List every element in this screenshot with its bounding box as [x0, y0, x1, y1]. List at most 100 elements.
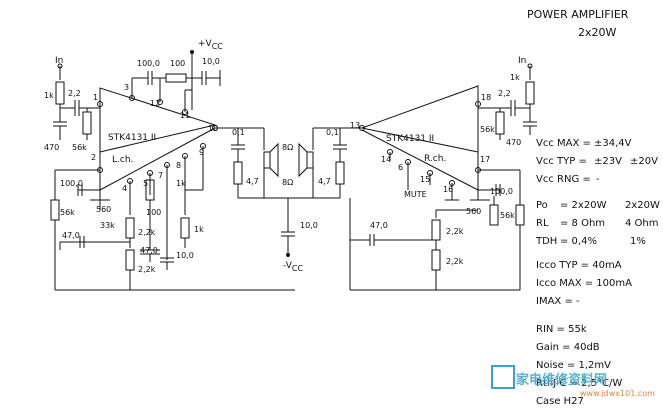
- right-r-56k: 56k: [480, 125, 495, 134]
- pin-9: 9: [199, 148, 204, 157]
- right-lower-network: [349, 152, 525, 291]
- spec-vcc-rng-value: -: [596, 174, 600, 185]
- right-ic-label: STK4131 II: [386, 134, 434, 144]
- right-c-01: 0,1: [326, 128, 339, 137]
- left-r-1k-mid: 1k: [176, 179, 186, 188]
- left-ic-triangle: [99, 87, 217, 191]
- left-c-47-2: 47,0: [140, 246, 158, 255]
- spec-po-value2: 2x20W: [625, 200, 660, 211]
- spec-po-label: Po: [536, 200, 548, 211]
- spec-tdh-value2: 1%: [630, 236, 646, 247]
- pin-11: 11: [180, 111, 190, 120]
- left-output-network: [215, 127, 279, 198]
- watermark-text: 家电维修资料网: [516, 372, 607, 388]
- left-ic-label: STK4131 II: [108, 133, 156, 143]
- spec-imax: IMAX = -: [536, 296, 580, 307]
- pin-3: 3: [124, 83, 129, 92]
- left-r-47: 4,7: [246, 177, 259, 186]
- left-r-33k: 33k: [100, 221, 115, 230]
- pin-12: 12: [150, 99, 160, 108]
- vcc-pos-label: +VCC: [198, 39, 223, 51]
- left-c-10: 10,0: [176, 251, 194, 260]
- spec-po-value: = 2x20W: [560, 200, 607, 211]
- left-r-22k: 2,2k: [138, 228, 156, 237]
- right-c-470: 470: [506, 138, 521, 147]
- watermark-url: www.jdwx101.com: [580, 389, 655, 398]
- left-r-56k: 56k: [72, 143, 87, 152]
- pin-10: 10: [208, 124, 218, 133]
- pin-8: 8: [176, 161, 181, 170]
- left-r-1k: 1k: [44, 91, 54, 100]
- spec-icco-max: Icco MAX = 100mA: [536, 278, 632, 289]
- pin-13: 13: [350, 121, 360, 130]
- pin-7: 7: [158, 171, 163, 180]
- center-ground-network: [238, 197, 340, 257]
- spec-vcc-max-label: Vcc MAX =: [536, 138, 591, 149]
- spec-table: Vcc MAX = ±34,4V Vcc TYP = ±23V ±20V Vcc…: [535, 138, 660, 407]
- spec-tdh-value: = 0,4%: [560, 236, 597, 247]
- vcc-neg-label: -VCC: [283, 261, 303, 273]
- right-r-22k-2: 2,2k: [446, 257, 464, 266]
- left-r-22k-2: 2,2k: [138, 265, 156, 274]
- title-line1: POWER AMPLIFIER: [527, 8, 629, 21]
- pin-6: 6: [398, 163, 403, 172]
- top-r-100: 100: [170, 59, 185, 68]
- pin-4: 4: [122, 184, 127, 193]
- right-r-47: 4,7: [318, 177, 331, 186]
- spec-vcc-typ-value2: ±20V: [630, 156, 658, 167]
- top-c-100: 100,0: [137, 59, 160, 68]
- right-ic-channel: R.ch.: [424, 154, 446, 164]
- left-input-label: In: [55, 56, 63, 66]
- pin-16: 16: [443, 185, 453, 194]
- right-speaker-label: 8Ω: [282, 178, 293, 187]
- left-r-100: 100: [146, 208, 161, 217]
- left-c-01: 0,1: [232, 128, 245, 137]
- left-r-56k-2: 56k: [60, 208, 75, 217]
- spec-rthj: RthJ-C = 2,5°C/W: [536, 378, 622, 389]
- title-line2: 2x20W: [578, 26, 617, 39]
- spec-icco-typ: Icco TYP = 40mA: [536, 260, 622, 271]
- mute-label: MUTE: [404, 190, 427, 199]
- right-c-1000: 100,0: [490, 187, 513, 196]
- top-supply-network: [131, 50, 221, 112]
- right-r-22k: 2,2k: [446, 227, 464, 236]
- left-input-network: [53, 63, 100, 140]
- spec-rl-value: = 8 Ohm: [560, 218, 605, 229]
- left-c-22: 2,2: [68, 89, 81, 98]
- spec-vcc-typ-label: Vcc TYP =: [536, 156, 587, 167]
- left-c-1000: 100,0: [60, 179, 83, 188]
- watermark-logo-icon: [491, 365, 515, 389]
- right-r-560: 560: [466, 207, 481, 216]
- pin-17: 17: [480, 155, 490, 164]
- right-output-network: [298, 127, 362, 198]
- right-input-network: [478, 63, 537, 140]
- spec-gain: Gain = 40dB: [536, 342, 600, 353]
- spec-case: Case H27: [536, 396, 584, 407]
- pin-15: 15: [420, 175, 430, 184]
- spec-noise: Noise = 1,2mV: [536, 360, 611, 371]
- left-r-560: 560: [96, 205, 111, 214]
- left-c-47: 47,0: [62, 231, 80, 240]
- right-c-22: 2,2: [498, 89, 511, 98]
- right-ic-triangle: [360, 85, 479, 191]
- left-c-470: 470: [44, 143, 59, 152]
- left-speaker-label: 8Ω: [282, 143, 293, 152]
- left-r-1k-mid2: 1k: [194, 225, 204, 234]
- pin-18: 18: [481, 93, 491, 102]
- right-input-label: In: [518, 56, 526, 66]
- spec-vcc-typ-value: ±23V: [594, 156, 622, 167]
- spec-vcc-rng-label: Vcc RNG =: [536, 174, 591, 185]
- left-lower-network: [50, 146, 295, 291]
- pin-1: 1: [93, 93, 98, 102]
- spec-rl-value2: 4 Ohm: [625, 218, 659, 229]
- right-r-1k: 1k: [510, 73, 520, 82]
- top-c-10: 10,0: [202, 57, 220, 66]
- watermark: 家电维修资料网 www.jdwx101.com: [491, 365, 655, 398]
- pin-14: 14: [381, 155, 391, 164]
- center-c-10: 10,0: [300, 221, 318, 230]
- left-ic-channel: L.ch.: [112, 155, 133, 165]
- spec-vcc-max-value: ±34,4V: [594, 138, 632, 149]
- pin-2: 2: [91, 153, 96, 162]
- right-r-56k-2: 56k: [500, 211, 515, 220]
